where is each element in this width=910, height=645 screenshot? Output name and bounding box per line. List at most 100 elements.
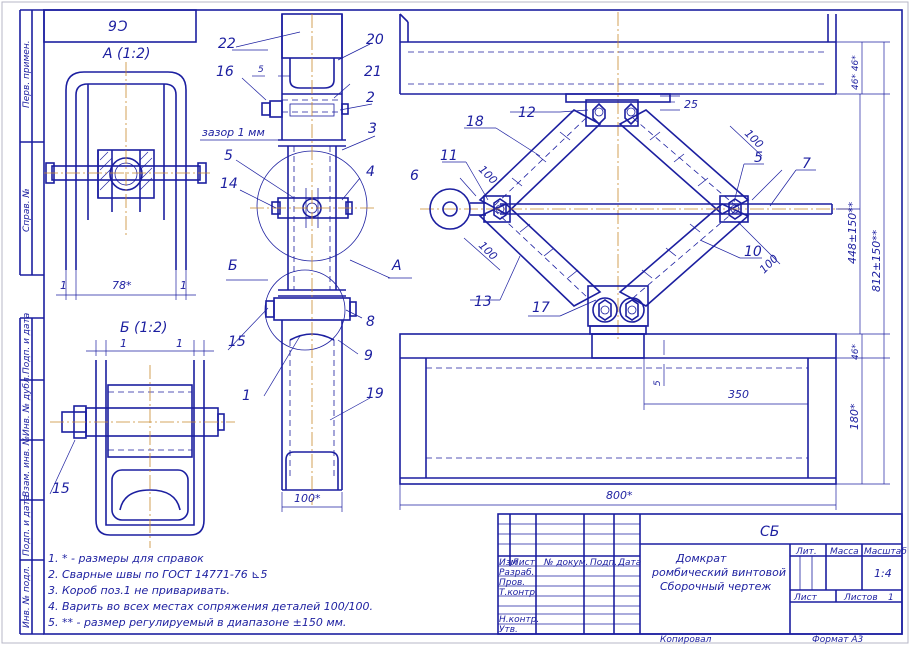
callout-21: 21: [364, 64, 382, 80]
callout-8: 8: [366, 314, 375, 330]
role-tech-control: Т.контр.: [499, 588, 538, 598]
view-a-dim-left: 1: [60, 279, 67, 292]
mass-label: Масса: [830, 547, 859, 557]
copied-label: Копировал: [660, 635, 712, 645]
title-name-2: ромбический винтовой: [651, 566, 786, 579]
gap-note: зазор 1 мм: [202, 126, 265, 139]
callout-3: 3: [368, 121, 377, 137]
strip-dup-no: Инв. № дубл.: [22, 374, 32, 436]
role-approver: Утв.: [499, 625, 518, 635]
dim-448: 448±150**: [846, 201, 859, 264]
dim-800: 800*: [606, 489, 633, 502]
view-b-callout-15: 15: [52, 481, 70, 497]
technical-notes: 1. * - размеры для справок 2. Сварные шв…: [48, 552, 373, 629]
callout-17: 17: [532, 300, 550, 316]
callout-16: 16: [216, 64, 234, 80]
view-b: Б (1:2) 1 1 15: [49, 320, 235, 548]
note-5: 5. ** - размер регулируемый в диапазоне …: [48, 616, 346, 629]
callout-2: 2: [366, 90, 375, 106]
section-label-b: Б: [228, 258, 238, 274]
section-label-a: А: [391, 258, 402, 274]
scale-value: 1:4: [874, 567, 892, 580]
lit-label: Лит.: [795, 547, 817, 557]
role-developer: Разраб.: [499, 568, 534, 578]
upper-nut-right: [624, 102, 638, 126]
note-1: 1. * - размеры для справок: [48, 552, 204, 565]
callout-7: 7: [802, 156, 811, 172]
strip-ref-no: Справ. №: [22, 188, 32, 232]
rhombus-arms: [478, 109, 750, 307]
title-name-1: Домкрат: [675, 552, 727, 565]
callout-5-main: 5: [754, 150, 763, 166]
note-2: 2. Сварные швы по ГОСТ 14771-76 ⊾5: [48, 568, 268, 581]
callout-1: 1: [242, 388, 251, 404]
scale-label: Масштаб: [864, 547, 907, 557]
hdr-date: Дата: [617, 558, 641, 568]
callout-6: 6: [410, 168, 419, 184]
strip-original-no: Инв. № подл.: [22, 566, 32, 628]
callout-4: 4: [366, 164, 375, 180]
view-a: А (1:2) 1 78* 1: [44, 46, 210, 300]
dim-812: 812±150**: [870, 229, 883, 292]
role-checker: Пров.: [499, 578, 525, 588]
title-block: СБ Домкрат ромбический винтовой Сборочны…: [497, 513, 907, 645]
front-dim-5: 5: [258, 65, 264, 75]
view-a-dim-right: 1: [180, 279, 187, 292]
dim-5-bottom: 5: [653, 380, 663, 386]
view-a-dim-width: 78*: [112, 279, 132, 292]
dim-46-bottom: 46*: [851, 344, 861, 360]
view-b-dim-left: 1: [120, 337, 127, 350]
lower-nut-left: [592, 297, 618, 323]
note-4: 4. Варить во всех местах сопряжения дета…: [48, 600, 373, 613]
sheets-label: Листов: [843, 593, 878, 603]
dim-46-top: 46* 46*: [851, 55, 861, 90]
callout-13: 13: [474, 294, 492, 310]
hdr-izm: Изм: [499, 558, 518, 568]
callout-10: 10: [744, 244, 762, 260]
drawing-frame: [43, 9, 903, 635]
front-view: 100* 5 зазор 1 мм 22 20 16 21 2 3 5 14 4…: [200, 13, 412, 512]
hdr-sign: Подп.: [590, 558, 617, 568]
callout-18: 18: [466, 114, 484, 130]
hdr-list: Лист: [511, 558, 536, 568]
sheet-label: Лист: [793, 593, 818, 603]
callout-9: 9: [364, 348, 373, 364]
lower-nut-right: [619, 297, 645, 323]
callout-15: 15: [228, 334, 246, 350]
dim-100-c: 100: [742, 127, 766, 151]
callout-20: 20: [366, 32, 384, 48]
callout-19: 19: [366, 386, 384, 402]
front-dim-width: 100*: [294, 492, 321, 505]
callout-12: 12: [518, 105, 536, 121]
doc-code: СБ: [760, 524, 779, 540]
dim-180: 180*: [848, 403, 861, 430]
callout-5: 5: [224, 148, 233, 164]
dim-100-b: 100: [476, 239, 500, 263]
note-3: 3. Короб поз.1 не приваривать.: [48, 584, 230, 597]
dim-350: 350: [728, 388, 749, 401]
title-name-3: Сборочный чертеж: [660, 580, 771, 593]
arm-ribs: [511, 131, 709, 279]
view-a-title: А (1:2): [102, 46, 150, 62]
role-norm-control: Н.контр.: [499, 615, 539, 625]
strip-sign-date-1: Подп. и дата: [22, 313, 32, 374]
strip-replace-no: Взам. инв. №: [22, 436, 32, 497]
callout-14: 14: [220, 176, 238, 192]
side-strip: Перв. примен. Справ. № Подп. и дата Инв.…: [19, 9, 44, 635]
top-stamp: 9Ɔ: [43, 9, 197, 43]
strip-primary-use: Перв. примен.: [22, 40, 32, 108]
format-label: Формат А3: [812, 635, 864, 645]
upper-nut-left: [592, 102, 606, 126]
stamp-code: 9Ɔ: [108, 19, 128, 35]
callout-22: 22: [218, 36, 236, 52]
dim-25: 25: [684, 98, 698, 111]
hdr-doc-no: № докум.: [543, 558, 588, 568]
view-b-dim-right: 1: [176, 337, 183, 350]
sheets-value: 1: [888, 593, 894, 603]
main-view: 800* 350 5 46* 46* 448±150** 812±150** 4…: [399, 12, 890, 510]
view-b-title: Б (1:2): [120, 320, 168, 336]
strip-sign-date-2: Подп. и дата: [22, 495, 32, 556]
callout-11: 11: [440, 148, 458, 164]
